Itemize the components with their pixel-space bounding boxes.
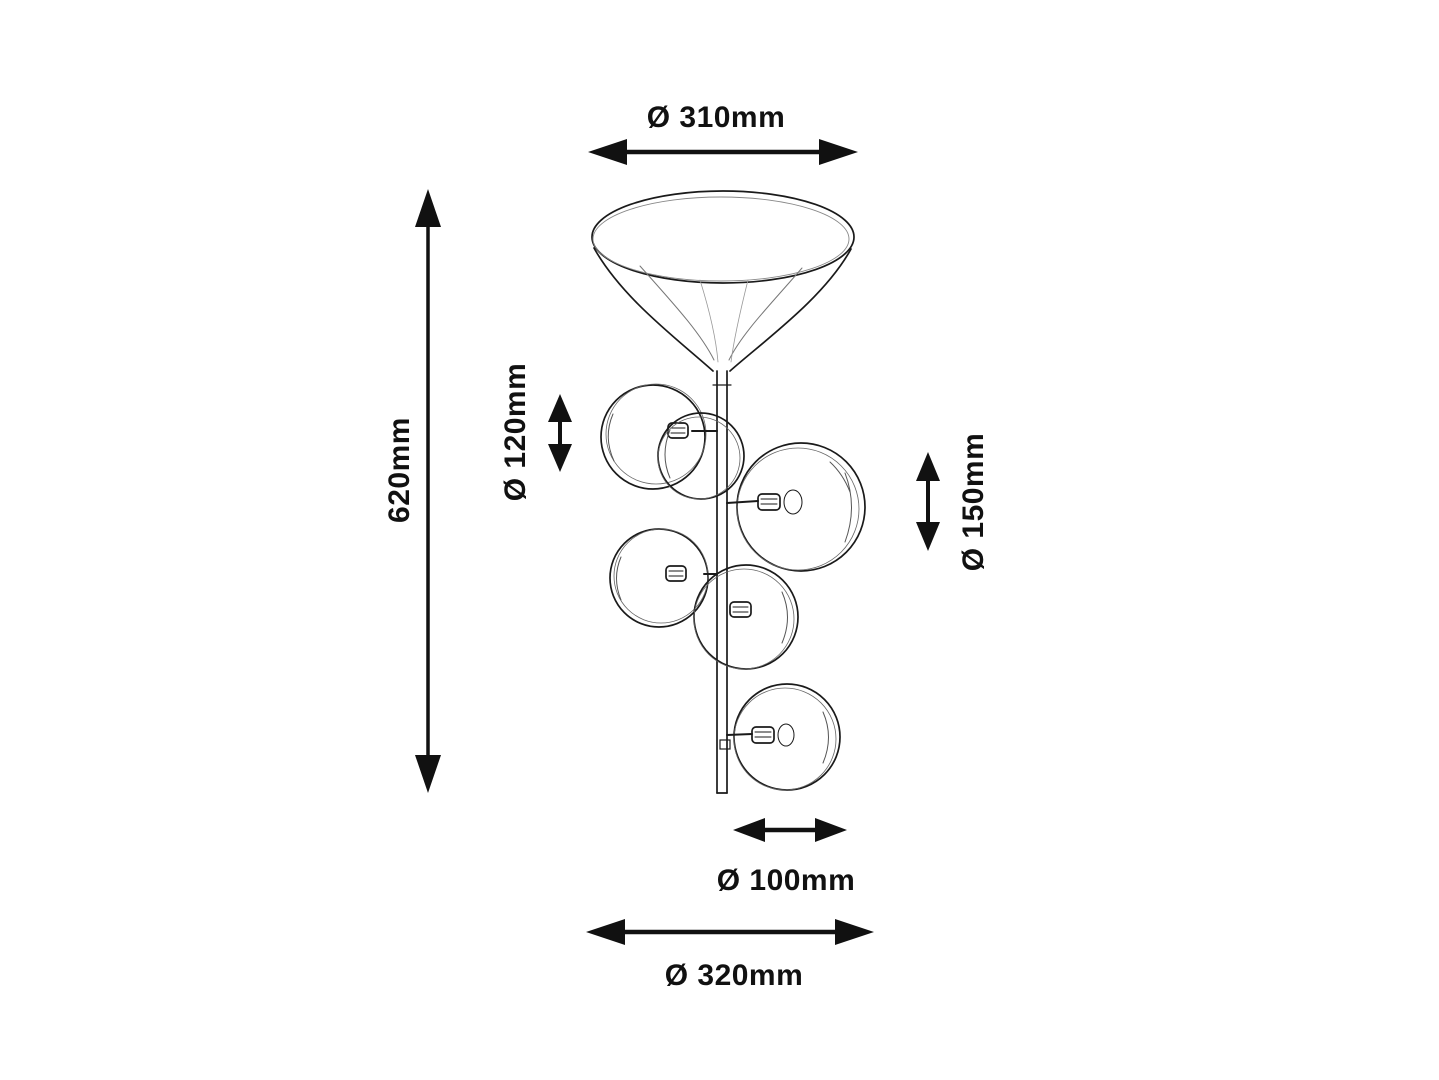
globe-small-diameter-arrow xyxy=(548,394,572,472)
globe-bottom-diameter-label: Ø 100mm xyxy=(716,864,856,897)
globe-right-large xyxy=(726,442,866,572)
globe-top-overlap xyxy=(657,412,745,500)
globe-top-left xyxy=(600,383,718,490)
canopy-diameter-label: Ø 310mm xyxy=(646,101,786,134)
canopy xyxy=(591,190,855,372)
canopy-diameter-arrow xyxy=(588,139,858,165)
fixture-width-arrow xyxy=(586,919,874,945)
globe-large-diameter-label: Ø 150mm xyxy=(957,432,990,572)
globe-bottom-diameter-arrow xyxy=(733,818,847,842)
fixture-width-label: Ø 320mm xyxy=(664,959,804,992)
height-dimension-arrow xyxy=(415,189,441,793)
globe-mid-left xyxy=(609,528,718,628)
globe-center xyxy=(693,564,799,670)
height-label: 620mm xyxy=(383,417,416,523)
globe-large-diameter-arrow xyxy=(916,452,940,551)
globe-bottom xyxy=(726,683,841,791)
stem xyxy=(712,370,732,794)
lamp-sketch xyxy=(591,190,866,794)
globe-small-diameter-label: Ø 120mm xyxy=(499,362,532,502)
